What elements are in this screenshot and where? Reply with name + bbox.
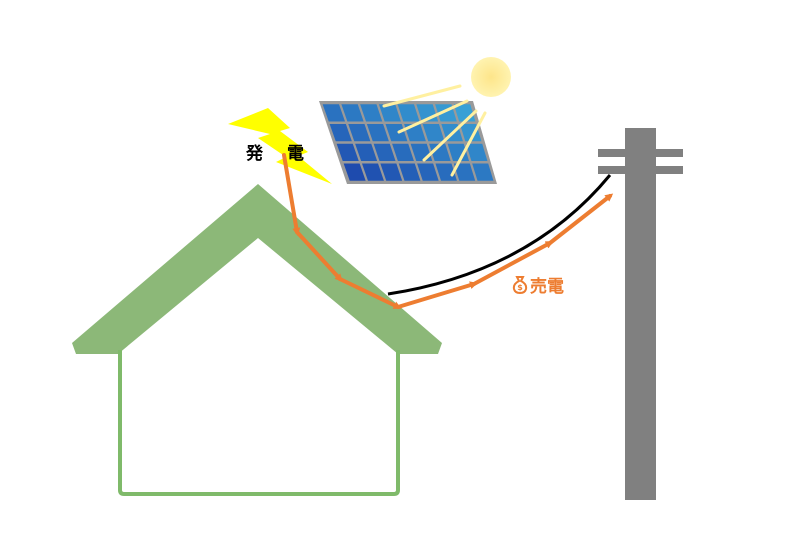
solar-cell bbox=[466, 143, 488, 161]
money-bag-icon: $ bbox=[512, 275, 528, 294]
solar-cell bbox=[322, 104, 345, 122]
solar-cell bbox=[380, 163, 403, 181]
generation-label-1: 発 bbox=[246, 144, 263, 164]
sun-icon bbox=[471, 57, 511, 97]
solar-cell bbox=[378, 104, 401, 122]
house-roof bbox=[72, 184, 442, 354]
solar-cell bbox=[343, 163, 366, 181]
solar-cell bbox=[341, 104, 364, 122]
solar-cell bbox=[361, 163, 384, 181]
solar-cell bbox=[392, 143, 414, 161]
power-line bbox=[387, 174, 612, 296]
solar-cell bbox=[398, 163, 421, 181]
solar-cell bbox=[355, 143, 378, 161]
sell-power-text: 売電 bbox=[530, 277, 564, 297]
solar-cell bbox=[336, 143, 359, 161]
generation-label-2: 電 bbox=[287, 144, 304, 164]
solar-cell bbox=[385, 124, 408, 142]
sell-power-label: $ 売電 bbox=[512, 272, 564, 297]
lightning-icon bbox=[228, 108, 332, 184]
house-walls bbox=[118, 350, 400, 496]
solar-cell bbox=[373, 143, 396, 161]
solar-cell bbox=[360, 104, 383, 122]
solar-cell bbox=[472, 163, 494, 181]
solar-cell bbox=[417, 163, 439, 181]
svg-text:$: $ bbox=[517, 283, 523, 292]
solar-cell bbox=[348, 124, 371, 142]
energy-flow-arrow bbox=[282, 153, 614, 309]
solar-cell bbox=[453, 163, 476, 181]
solar-cell bbox=[447, 143, 470, 161]
solar-cell bbox=[422, 124, 445, 142]
sun-rays bbox=[382, 84, 487, 177]
solar-cell bbox=[397, 104, 420, 122]
utility-pole-icon bbox=[598, 128, 683, 500]
solar-cell bbox=[329, 124, 352, 142]
solar-cell bbox=[366, 124, 389, 142]
